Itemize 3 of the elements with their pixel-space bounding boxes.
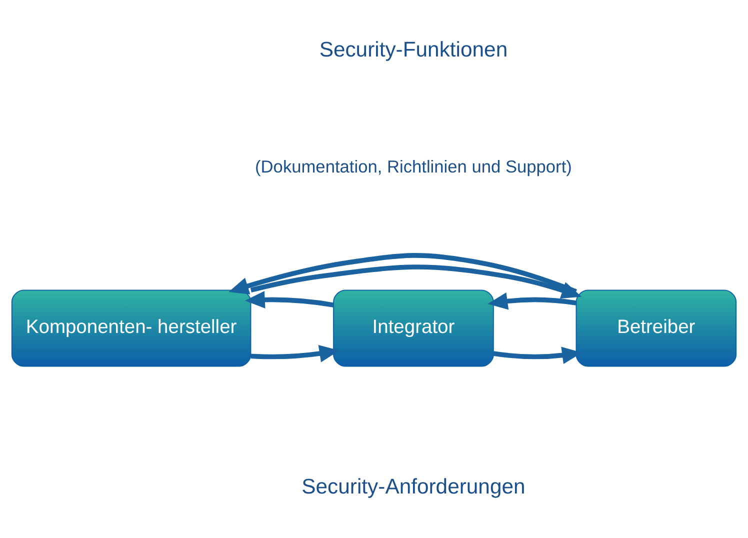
label: (Dokumentation, Richtlinien und Support): [255, 156, 572, 176]
label: Security-Funktionen: [319, 38, 508, 61]
label: Security-Anforderungen: [302, 475, 526, 498]
